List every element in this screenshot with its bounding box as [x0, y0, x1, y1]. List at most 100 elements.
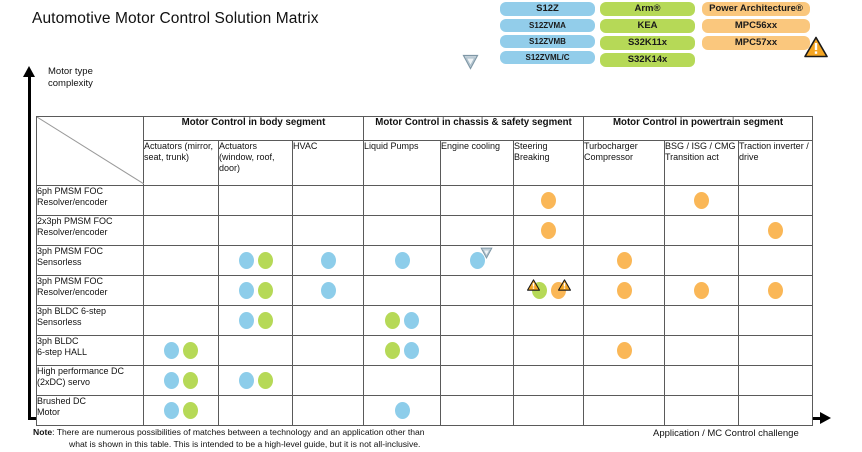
- support-dot-blue: [320, 282, 336, 299]
- matrix-cell[interactable]: [218, 395, 293, 426]
- matrix-cell[interactable]: [737, 365, 814, 396]
- support-dot-blue: [469, 247, 493, 269]
- matrix-cell[interactable]: [583, 335, 665, 366]
- matrix-cell[interactable]: [440, 185, 514, 216]
- matrix-cell[interactable]: [583, 395, 665, 426]
- matrix-cell[interactable]: [664, 305, 739, 336]
- matrix-cell[interactable]: [583, 365, 665, 396]
- matrix-cell[interactable]: [218, 335, 293, 366]
- matrix-cell[interactable]: [737, 245, 814, 276]
- matrix-column-header: Steering Breaking: [513, 140, 584, 186]
- matrix-column-header: HVAC: [292, 140, 364, 186]
- matrix-cell[interactable]: [513, 335, 584, 366]
- matrix-cell[interactable]: [513, 275, 584, 306]
- matrix-cell[interactable]: [440, 275, 514, 306]
- matrix-cell[interactable]: [513, 365, 584, 396]
- matrix-cell[interactable]: [583, 275, 665, 306]
- matrix-cell[interactable]: [143, 335, 219, 366]
- matrix-cell[interactable]: [583, 305, 665, 336]
- support-dot-blue: [394, 252, 410, 269]
- footnote: Note: There are numerous possibilities o…: [33, 427, 503, 450]
- matrix-cell[interactable]: [513, 185, 584, 216]
- matrix-cell[interactable]: [440, 305, 514, 336]
- matrix-cell[interactable]: [440, 365, 514, 396]
- matrix-cell[interactable]: [737, 185, 814, 216]
- matrix-cell[interactable]: [440, 215, 514, 246]
- support-dot-orange: [541, 222, 556, 239]
- matrix-cell[interactable]: [143, 275, 219, 306]
- matrix-cell[interactable]: [513, 305, 584, 336]
- matrix-cell[interactable]: [143, 395, 219, 426]
- matrix-cell[interactable]: [440, 245, 514, 276]
- matrix-cell[interactable]: [583, 245, 665, 276]
- matrix-cell[interactable]: [292, 365, 364, 396]
- matrix-corner-cell: [36, 116, 144, 186]
- matrix-cell[interactable]: [513, 215, 584, 246]
- x-axis-arrow: [820, 412, 831, 424]
- support-dot-orange: [550, 279, 571, 299]
- matrix-cell[interactable]: [363, 215, 441, 246]
- matrix-cell[interactable]: [513, 245, 584, 276]
- matrix-cell[interactable]: [363, 335, 441, 366]
- matrix-cell[interactable]: [664, 245, 739, 276]
- matrix-cell[interactable]: [664, 275, 739, 306]
- matrix-cell[interactable]: [664, 365, 739, 396]
- matrix-cell[interactable]: [664, 395, 739, 426]
- matrix-cell[interactable]: [737, 335, 814, 366]
- matrix-cell[interactable]: [737, 275, 814, 306]
- support-dot-blue: [164, 342, 179, 359]
- legend-badge: S12ZVMA: [500, 19, 595, 32]
- matrix-cell[interactable]: [583, 185, 665, 216]
- matrix-cell[interactable]: [218, 215, 293, 246]
- legend-badge: Arm®: [600, 2, 695, 16]
- matrix-cell[interactable]: [292, 245, 364, 276]
- matrix-cell[interactable]: [143, 245, 219, 276]
- matrix-cell[interactable]: [292, 395, 364, 426]
- matrix-cell[interactable]: [218, 365, 293, 396]
- support-dot-blue: [238, 312, 254, 329]
- warning-triangle-icon: [526, 278, 540, 291]
- matrix-cell[interactable]: [737, 215, 814, 246]
- matrix-cell[interactable]: [143, 185, 219, 216]
- matrix-cell[interactable]: [583, 215, 665, 246]
- matrix-cell[interactable]: [664, 335, 739, 366]
- matrix-cell[interactable]: [292, 275, 364, 306]
- support-dot-orange: [694, 192, 709, 209]
- matrix-cell[interactable]: [143, 365, 219, 396]
- matrix-cell[interactable]: [737, 305, 814, 336]
- matrix-cell[interactable]: [292, 335, 364, 366]
- matrix-cell[interactable]: [664, 215, 739, 246]
- matrix-cell[interactable]: [363, 185, 441, 216]
- support-dot-blue: [404, 312, 419, 329]
- matrix-group-header: Motor Control in body segment: [143, 116, 364, 141]
- matrix-cell[interactable]: [292, 215, 364, 246]
- matrix-cell[interactable]: [363, 395, 441, 426]
- matrix-cell[interactable]: [218, 245, 293, 276]
- matrix-cell[interactable]: [292, 305, 364, 336]
- matrix-cell[interactable]: [440, 395, 514, 426]
- matrix-cell[interactable]: [218, 185, 293, 216]
- matrix-cell[interactable]: [363, 365, 441, 396]
- matrix-cell[interactable]: [737, 395, 814, 426]
- support-dot-blue: [404, 342, 419, 359]
- matrix-cell[interactable]: [292, 185, 364, 216]
- matrix-cell[interactable]: [143, 305, 219, 336]
- matrix-cell[interactable]: [363, 245, 441, 276]
- matrix-cell[interactable]: [664, 185, 739, 216]
- table-row: High performance DC(2xDC) servo: [36, 365, 814, 396]
- matrix-cell[interactable]: [143, 215, 219, 246]
- matrix-cell[interactable]: [440, 335, 514, 366]
- support-dot-green: [183, 402, 198, 419]
- matrix-cell[interactable]: [218, 305, 293, 336]
- matrix-cell[interactable]: [363, 275, 441, 306]
- matrix-cell[interactable]: [218, 275, 293, 306]
- matrix-cell[interactable]: [513, 395, 584, 426]
- matrix-cell[interactable]: [363, 305, 441, 336]
